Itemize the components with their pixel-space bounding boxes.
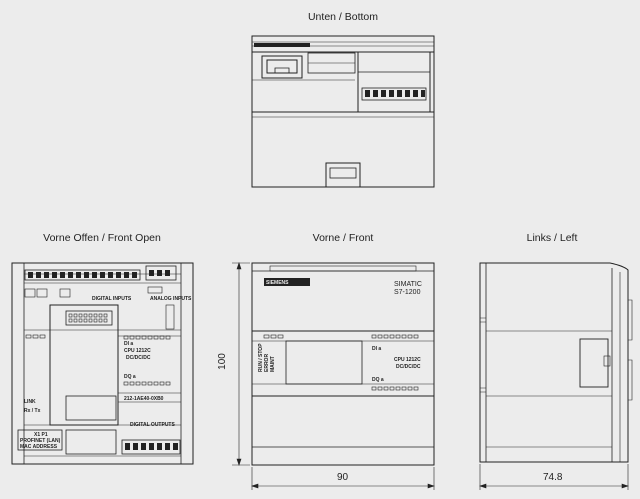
di-label-open: DI a <box>124 341 133 347</box>
front-dimensions <box>232 262 435 490</box>
cpu-label-open: CPU 1212C <box>124 348 151 354</box>
front-view <box>251 262 435 466</box>
di-label-front: DI a <box>372 346 381 352</box>
bottom-terminals <box>121 439 181 455</box>
profinet-label: PROFINET (LAN) <box>20 438 61 444</box>
digital-outputs-label: DIGITAL OUTPUTS <box>130 422 175 428</box>
rxtx-label: Rx / Tx <box>24 408 41 414</box>
dcdcdc-label-open: DC/DC/DC <box>126 355 151 361</box>
left-view <box>479 262 633 463</box>
top-terminals <box>24 269 141 281</box>
runstop-label: RUN / STOP <box>258 343 264 372</box>
cpu-label-front: CPU 1212C <box>394 357 421 363</box>
side-connector-cover <box>579 338 609 388</box>
siemens-logo-plate <box>264 278 310 286</box>
bottom-view <box>251 35 435 188</box>
mac-label: MAC ADDRESS <box>20 444 58 450</box>
height-dimension-value: 100 <box>216 353 228 370</box>
ethernet-port <box>261 55 303 79</box>
front-open-view <box>11 262 194 465</box>
siemens-text: SIEMENS <box>266 280 289 286</box>
width-dimension-value: 90 <box>337 472 349 483</box>
dq-label-open: DQ a <box>124 374 136 380</box>
error-label: ERROR <box>264 354 270 372</box>
depth-dimension-value: 74.8 <box>543 472 563 483</box>
link-label: LINK <box>24 399 36 405</box>
order-number: 212-1AE40-0XB0 <box>124 396 164 402</box>
left-view-title: Links / Left <box>526 232 578 244</box>
module-door-area <box>49 304 119 426</box>
connector-header <box>65 310 113 326</box>
front-view-outline <box>251 262 435 466</box>
terminal-block-bottom <box>357 51 431 113</box>
digital-inputs-label: DIGITAL INPUTS <box>92 296 132 302</box>
dcdcdc-label-front: DC/DC/DC <box>396 364 421 370</box>
simatic-brand: SIMATIC <box>394 281 422 288</box>
front-center-door <box>285 340 363 385</box>
bottom-view-title: Unten / Bottom <box>307 11 379 23</box>
x1p1-label: X1 P1 <box>34 432 48 438</box>
left-view-outline <box>479 262 629 463</box>
dq-label-front: DQ a <box>372 377 384 383</box>
front-texts: SIEMENS SIMATIC S7-1200 DI a CPU 1212C D… <box>258 280 422 383</box>
s7-1200-model: S7-1200 <box>394 289 421 296</box>
front-open-texts: DIGITAL INPUTS ANALOG INPUTS CPU 1212C D… <box>20 296 192 450</box>
left-dimensions <box>479 464 629 490</box>
profinet-port-label-box <box>17 429 63 451</box>
din-clip <box>325 162 361 187</box>
front-open-view-title: Vorne Offen / Front Open <box>43 232 161 244</box>
analog-inputs-label: ANALOG INPUTS <box>150 296 192 302</box>
maint-label: MAINT <box>270 356 276 372</box>
front-view-title: Vorne / Front <box>312 232 374 244</box>
